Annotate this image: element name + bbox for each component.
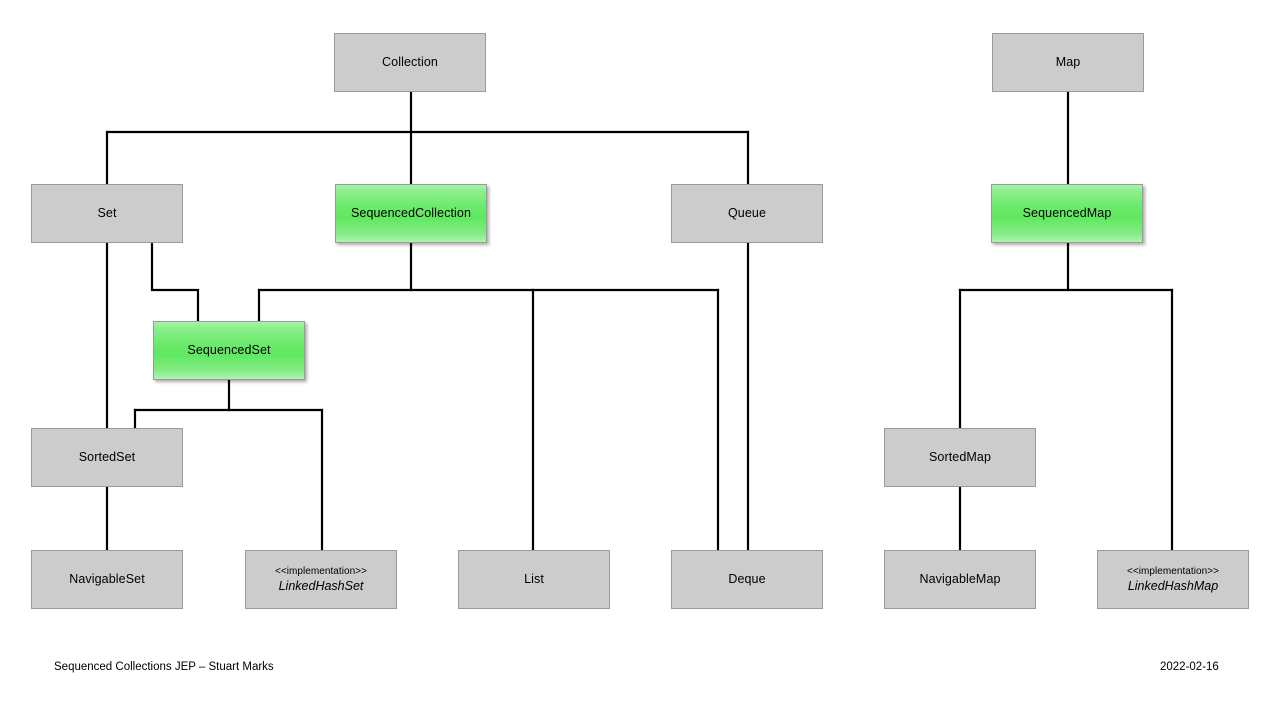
class-node-set[interactable]: Set: [31, 184, 183, 243]
class-node-linkedhashset[interactable]: <<implementation>>LinkedHashSet: [245, 550, 397, 609]
class-node-collection[interactable]: Collection: [334, 33, 486, 92]
class-node-label: NavigableMap: [919, 572, 1001, 587]
class-node-sequencedmap[interactable]: SequencedMap: [991, 184, 1143, 243]
class-node-label: LinkedHashSet: [278, 578, 364, 593]
class-node-sequencedcollection[interactable]: SequencedCollection: [335, 184, 487, 243]
stereotype-label: <<implementation>>: [274, 566, 368, 578]
class-node-label: Map: [1055, 55, 1081, 70]
class-node-sortedmap[interactable]: SortedMap: [884, 428, 1036, 487]
class-node-queue[interactable]: Queue: [671, 184, 823, 243]
class-node-label: Deque: [728, 572, 766, 587]
class-node-label: SortedSet: [78, 450, 136, 465]
class-node-list[interactable]: List: [458, 550, 610, 609]
class-node-linkedhashmap[interactable]: <<implementation>>LinkedHashMap: [1097, 550, 1249, 609]
class-node-label: SequencedMap: [1022, 206, 1112, 221]
class-node-label: List: [524, 572, 544, 587]
class-node-navigableset[interactable]: NavigableSet: [31, 550, 183, 609]
class-node-label: SortedMap: [928, 450, 992, 465]
class-node-sequencedset[interactable]: SequencedSet: [153, 321, 305, 380]
class-node-label: SequencedSet: [187, 343, 271, 358]
class-node-navigablemap[interactable]: NavigableMap: [884, 550, 1036, 609]
class-node-deque[interactable]: Deque: [671, 550, 823, 609]
class-node-sortedset[interactable]: SortedSet: [31, 428, 183, 487]
class-node-label: NavigableSet: [69, 572, 145, 587]
footer-attribution: Sequenced Collections JEP – Stuart Marks: [54, 661, 274, 673]
stereotype-label: <<implementation>>: [1126, 566, 1220, 578]
class-node-label: LinkedHashMap: [1127, 578, 1219, 593]
footer-date: 2022-02-16: [1160, 661, 1219, 673]
class-node-label: Set: [97, 206, 117, 221]
class-node-map[interactable]: Map: [992, 33, 1144, 92]
class-node-label: Queue: [727, 206, 767, 221]
edge-set-to-seqset: [150, 241, 200, 323]
class-node-label: SequencedCollection: [350, 206, 472, 221]
class-node-label: Collection: [382, 55, 438, 70]
